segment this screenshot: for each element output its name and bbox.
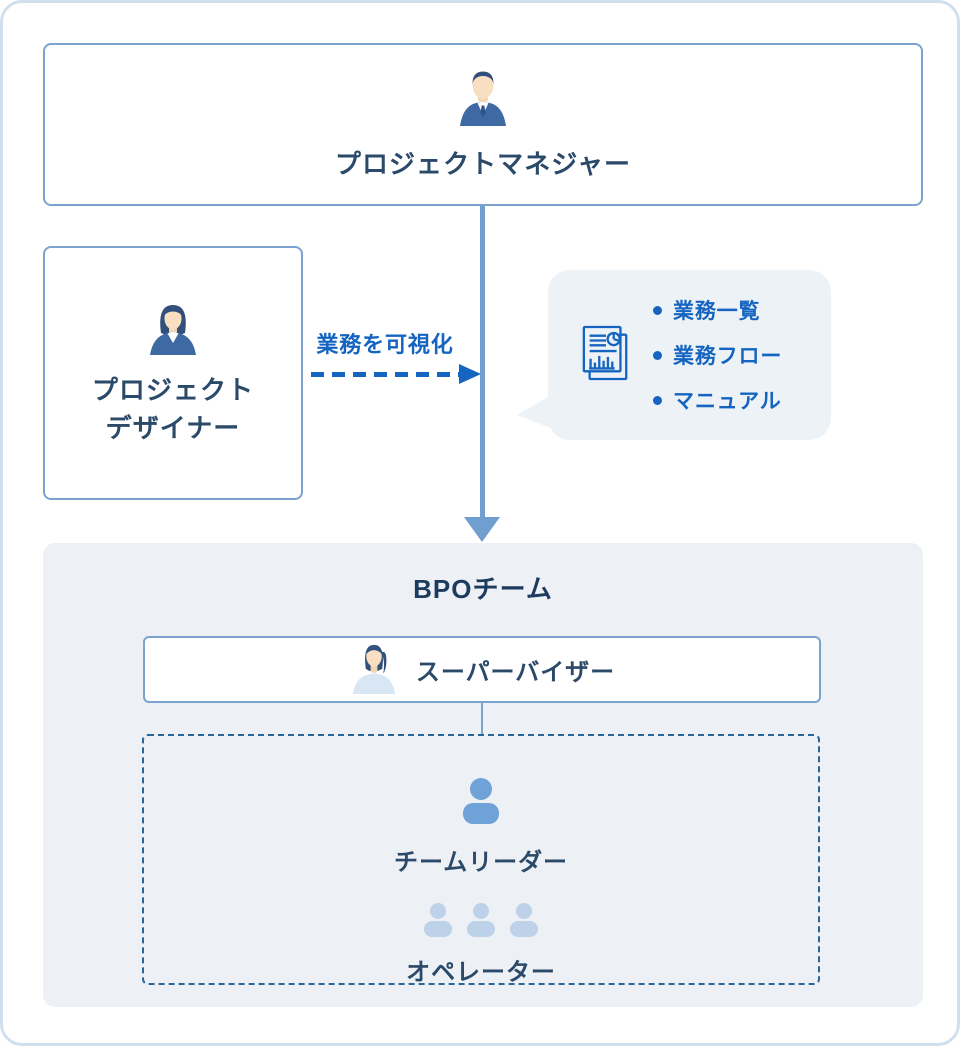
operator-icon — [508, 903, 540, 942]
operator-label: オペレーター — [406, 959, 556, 986]
supervisor-box: スーパーバイザー — [143, 636, 821, 703]
list-item: 業務一覧 — [653, 295, 782, 325]
visualize-work-label: 業務を可視化 — [316, 332, 454, 357]
report-document-icon — [580, 324, 632, 387]
team-leader-icon — [459, 778, 503, 829]
bpo-team-title: BPOチーム — [413, 574, 553, 604]
speech-bubble-tail — [517, 393, 557, 442]
operator-icon — [465, 903, 497, 942]
project-designer-icon — [144, 299, 202, 360]
bullet-icon — [653, 395, 662, 405]
deliverable-label: マニュアル — [673, 390, 782, 413]
team-dotted-box: チームリーダー オペレーター — [142, 734, 820, 986]
dashed-arrow-line — [311, 372, 461, 377]
supervisor-to-team-connector-line — [481, 703, 483, 734]
project-designer-label: プロジェクト デザイナー — [92, 372, 254, 447]
supervisor-icon — [349, 640, 399, 699]
operators-icons-row — [422, 903, 540, 942]
project-manager-icon — [453, 68, 513, 131]
deliverables-list: 業務一覧 業務フロー マニュアル — [653, 295, 782, 415]
bullet-icon — [653, 350, 662, 360]
supervisor-label: スーパーバイザー — [415, 659, 616, 686]
pm-to-bpo-arrow-line — [480, 206, 485, 518]
team-leader-label: チームリーダー — [394, 849, 568, 876]
project-designer-label-line2: デザイナー — [105, 412, 241, 443]
project-manager-box: プロジェクトマネジャー — [43, 43, 923, 206]
deliverable-label: 業務フロー — [673, 345, 783, 368]
dashed-arrow-right-head-icon — [459, 364, 481, 384]
list-item: 業務フロー — [653, 340, 782, 370]
deliverable-label: 業務一覧 — [673, 300, 761, 323]
deliverables-bubble: 業務一覧 業務フロー マニュアル — [548, 270, 831, 440]
pm-to-bpo-arrow-down-head-icon — [464, 517, 500, 542]
list-item: マニュアル — [653, 385, 782, 415]
bpo-team-panel: BPOチーム スーパーバイザー — [43, 543, 923, 1007]
project-designer-label-line1: プロジェクト — [91, 374, 255, 405]
project-designer-box: プロジェクト デザイナー — [43, 246, 303, 500]
operator-icon — [422, 903, 454, 942]
bullet-icon — [653, 305, 662, 315]
project-manager-label: プロジェクトマネジャー — [334, 149, 632, 179]
